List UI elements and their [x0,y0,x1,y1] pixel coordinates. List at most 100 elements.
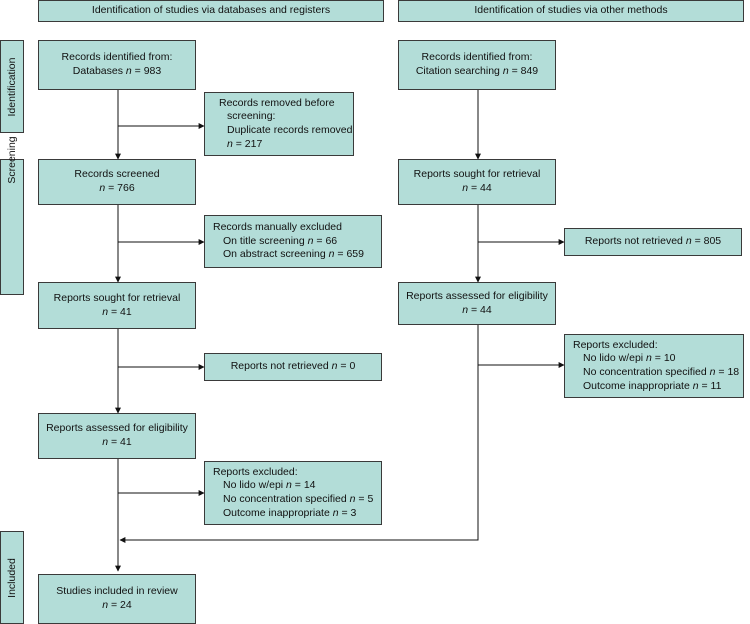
value: = 10 [651,352,676,365]
text: Records screened [74,168,160,181]
value: = 659 [334,248,364,261]
text: On abstract screening n = 659 [213,248,381,262]
value: = 0 [337,360,356,373]
label: No lido w/epi [223,479,287,492]
label: On title screening [223,234,308,247]
n-symbol: n [332,506,339,519]
text: Reports excluded: [573,338,658,351]
list-item: No concentration specified n = 5 [213,493,381,507]
text: screening: [227,110,276,123]
n-symbol: n [307,234,314,247]
text: Citation searching n = 849 [416,65,538,79]
records-removed-box: Records removed before screening: Duplic… [204,92,354,156]
n-symbol: n [692,379,699,392]
text: Records identified from: [61,51,173,64]
text: On title screening n = 66 [213,235,381,249]
reports-sought-left-box: Reports sought for retrieval n = 41 [38,282,196,329]
n-symbol: n [685,235,692,248]
value: = 14 [291,479,316,492]
label: Outcome inappropriate [583,379,693,392]
records-manually-excluded-box: Records manually excluded On title scree… [204,215,382,268]
text: n = 41 [102,436,132,450]
text: Reports excluded: [213,465,298,478]
phase-identification-label: Identification [6,57,18,116]
text: Reports assessed for eligibility [406,289,548,302]
text: n = 44 [462,182,492,196]
n-symbol: n [709,366,716,378]
phase-included: Included [0,531,24,624]
text: n = 44 [462,304,492,318]
header-databases-text: Identification of studies via databases … [91,4,331,17]
label: Databases [72,65,123,77]
list-item: No lido w/epi n = 14 [213,479,381,493]
n-symbol: n [462,303,469,316]
value: = 849 [508,65,539,77]
reports-excluded-left-box: Reports excluded: No lido w/epi n = 14 N… [204,461,382,525]
n-symbol: n [286,479,292,492]
value: = 41 [108,305,132,318]
value: = 44 [468,182,492,194]
value: = 3 [338,506,357,519]
n-symbol: n [328,248,335,261]
text: Reports sought for retrieval [413,168,541,181]
text: Records manually excluded [213,221,342,234]
list-item: No concentration specified n = 18 [573,366,743,380]
reports-not-retrieved-right-box: Reports not retrieved n = 805 [564,228,742,256]
n-symbol: n [102,305,109,318]
value: = 983 [131,65,162,77]
phase-screening-label: Screening [6,136,18,184]
reports-sought-right-box: Reports sought for retrieval n = 44 [398,159,556,205]
n-symbol: n [502,65,509,77]
n-symbol: n [99,182,106,194]
text: Records removed before [219,96,335,109]
reports-assessed-left-box: Reports assessed for eligibility n = 41 [38,413,196,459]
value: = 41 [108,436,132,448]
n-symbol: n [462,182,469,194]
value: = 24 [108,599,132,611]
value: = 18 [715,366,740,378]
n-symbol: n [331,360,338,373]
n-symbol: n [102,436,109,448]
n-symbol: n [102,599,109,611]
label: Outcome inappropriate [223,506,333,519]
records-identified-citation: Records identified from: Citation search… [398,40,556,90]
reports-not-retrieved-left-box: Reports not retrieved n = 0 [204,353,382,381]
value: = 766 [105,182,135,194]
n-symbol: n [227,137,233,150]
n-symbol: n [349,493,356,505]
text: n = 24 [102,599,132,613]
n-symbol: n [125,65,132,77]
records-screened-box: Records screened n = 766 [38,159,196,205]
text: n = 217 [219,138,353,152]
phase-screening: Screening [0,136,24,295]
label: No concentration specified [583,366,710,378]
text: Reports sought for retrieval [53,291,181,304]
text: n = 766 [99,182,134,196]
text: Databases n = 983 [73,65,161,79]
text: Reports not retrieved n = 0 [231,360,356,374]
label: On abstract screening [223,248,329,261]
phase-included-label: Included [6,557,18,598]
text: Records identified from: [421,51,533,64]
header-other-methods: Identification of studies via other meth… [398,0,744,22]
arrow-right-assessed-to-included [119,325,479,543]
label: Reports not retrieved [230,360,332,373]
header-other-text: Identification of studies via other meth… [474,4,668,17]
text: n = 41 [102,306,132,320]
value: = 66 [313,234,338,247]
text: Reports assessed for eligibility [46,422,188,435]
label: Reports not retrieved [584,235,686,248]
value: = 44 [468,303,492,316]
text: Studies included in review [56,585,178,598]
reports-assessed-right-box: Reports assessed for eligibility n = 44 [398,282,556,325]
phase-identification: Identification [0,40,24,133]
list-item: Outcome inappropriate n = 11 [573,380,743,394]
reports-excluded-right-box: Reports excluded: No lido w/epi n = 10 N… [564,334,744,398]
label: No concentration specified [223,493,350,505]
header-databases: Identification of studies via databases … [38,0,384,22]
text: Reports not retrieved n = 805 [585,235,721,249]
records-identified-databases: Records identified from: Databases n = 9… [38,40,196,90]
label: No lido w/epi [583,352,647,365]
studies-included-box: Studies included in review n = 24 [38,574,196,624]
